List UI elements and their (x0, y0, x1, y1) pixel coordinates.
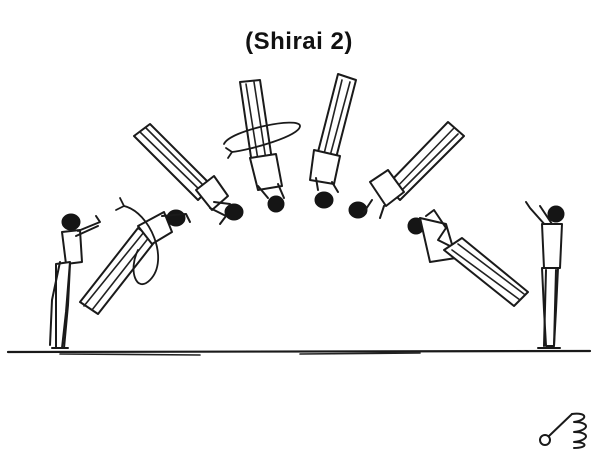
gymnast-figure-5-inverted (310, 74, 356, 208)
gymnast-figure-7-landing-approach (408, 210, 528, 306)
skill-notation-icon (540, 414, 586, 448)
gymnast-figure-6-descending (349, 122, 464, 218)
gymnast-figure-1-standing-start (50, 214, 100, 348)
gymnast-figure-3-rising (134, 124, 243, 224)
gymnast-figure-8-standing-landing (526, 202, 564, 348)
gymnast-figure-4-inverted-twist (224, 80, 300, 212)
floor-line (8, 351, 590, 355)
